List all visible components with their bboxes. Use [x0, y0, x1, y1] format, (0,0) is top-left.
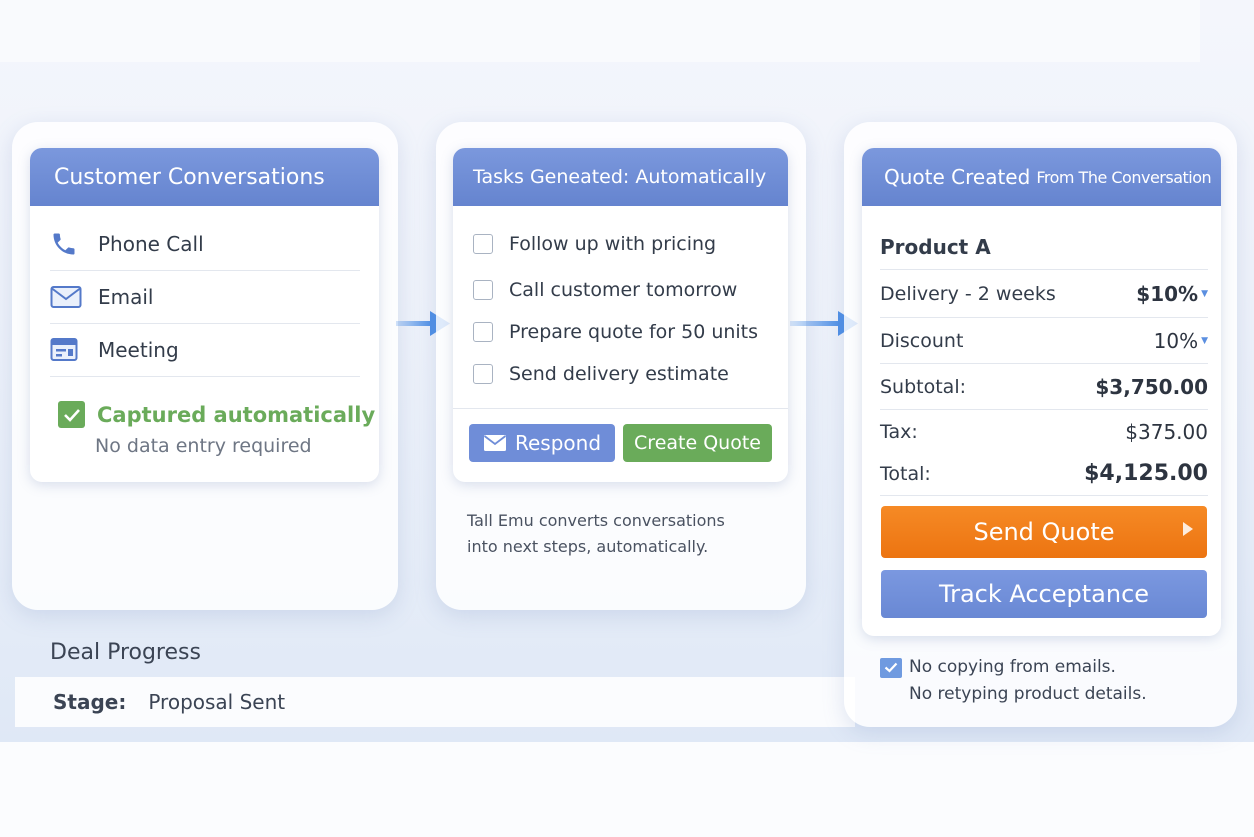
- quote-note: No copying from emails. No retyping prod…: [880, 654, 1147, 708]
- delivery-row[interactable]: Delivery - 2 weeks $10%▼: [880, 270, 1208, 318]
- discount-row[interactable]: Discount 10%▼: [880, 318, 1208, 364]
- meeting-icon: [50, 337, 98, 363]
- chevron-down-icon: ▼: [1201, 335, 1208, 346]
- stage-value: Proposal Sent: [148, 690, 286, 714]
- subtotal-row: Subtotal: $3,750.00: [880, 364, 1208, 410]
- conversations-header: Customer Conversations: [30, 148, 379, 206]
- captured-label: Captured automatically: [97, 402, 376, 427]
- no-data-entry-text: No data entry required: [95, 435, 312, 457]
- track-acceptance-button[interactable]: Track Acceptance: [881, 570, 1207, 618]
- check-icon: [58, 401, 85, 428]
- send-quote-label: Send Quote: [973, 518, 1115, 546]
- delivery-label: Delivery - 2 weeks: [880, 282, 1056, 305]
- deal-progress-heading: Deal Progress: [50, 640, 201, 665]
- task-item[interactable]: Follow up with pricing: [473, 224, 716, 264]
- caption-line: into next steps, automatically.: [467, 537, 709, 556]
- tax-row: Tax: $375.00: [880, 410, 1208, 454]
- background-top-strip: [0, 0, 1200, 62]
- task-checkbox[interactable]: [473, 280, 493, 300]
- note-line: No copying from emails.: [909, 657, 1116, 677]
- create-quote-label: Create Quote: [634, 432, 761, 454]
- conversation-label: Phone Call: [98, 232, 204, 256]
- task-label: Prepare quote for 50 units: [509, 321, 759, 343]
- play-arrow-icon: [1183, 522, 1193, 536]
- task-checkbox[interactable]: [473, 322, 493, 342]
- discount-value: 10%: [1153, 328, 1199, 353]
- email-icon: [483, 435, 507, 451]
- task-item[interactable]: Send delivery estimate: [473, 354, 729, 394]
- discount-label: Discount: [880, 329, 964, 352]
- caption-line: Tall Emu converts conversations: [467, 511, 725, 530]
- task-label: Call customer tomorrow: [509, 279, 738, 301]
- conversations-title: Customer Conversations: [54, 164, 325, 190]
- conversation-email[interactable]: Email: [50, 271, 360, 324]
- tasks-caption: Tall Emu converts conversations into nex…: [467, 508, 725, 560]
- send-quote-button[interactable]: Send Quote: [881, 506, 1207, 558]
- task-item[interactable]: Call customer tomorrow: [473, 270, 737, 310]
- conversations-card: Customer Conversations Phone Call Email …: [30, 148, 379, 482]
- total-value: $4,125.00: [1084, 461, 1208, 486]
- product-row: Product A: [880, 224, 1208, 270]
- check-icon: [880, 657, 902, 678]
- tax-value: $375.00: [1125, 420, 1208, 444]
- task-checkbox[interactable]: [473, 364, 493, 384]
- quote-header: Quote Created From The Conversation: [862, 148, 1221, 206]
- quote-title: Quote Created: [884, 165, 1031, 189]
- track-acceptance-label: Track Acceptance: [938, 580, 1150, 608]
- delivery-value: $10%: [1136, 281, 1199, 306]
- task-label: Follow up with pricing: [509, 233, 717, 255]
- total-label: Total:: [880, 462, 931, 485]
- conversation-phone-call[interactable]: Phone Call: [50, 218, 360, 271]
- tasks-title: Tasks Geneated: Automatically: [473, 166, 767, 188]
- stage-label: Stage:: [53, 690, 127, 714]
- task-item[interactable]: Prepare quote for 50 units: [473, 312, 758, 352]
- deal-stage-bar: Stage: Proposal Sent: [15, 677, 855, 727]
- subtotal-value: $3,750.00: [1095, 374, 1208, 399]
- phone-icon: [50, 230, 98, 258]
- tasks-card: Tasks Geneated: Automatically Follow up …: [453, 148, 788, 482]
- tax-label: Tax:: [880, 421, 918, 443]
- tasks-header: Tasks Geneated: Automatically: [453, 148, 788, 206]
- create-quote-button[interactable]: Create Quote: [623, 424, 772, 462]
- conversation-label: Email: [98, 285, 154, 309]
- task-checkbox[interactable]: [473, 234, 493, 254]
- total-row: Total: $4,125.00: [880, 452, 1208, 496]
- quote-subtitle: From The Conversation: [1036, 167, 1212, 187]
- task-label: Send delivery estimate: [509, 363, 729, 385]
- product-name: Product A: [880, 234, 991, 259]
- quote-card: Quote Created From The Conversation Prod…: [862, 148, 1221, 636]
- respond-button[interactable]: Respond: [469, 424, 615, 462]
- chevron-down-icon: ▼: [1201, 288, 1208, 299]
- tasks-divider: [453, 408, 788, 409]
- note-line: No retyping product details.: [909, 684, 1147, 704]
- subtotal-label: Subtotal:: [880, 375, 967, 398]
- conversation-meeting[interactable]: Meeting: [50, 324, 360, 377]
- conversation-label: Meeting: [98, 338, 179, 362]
- respond-label: Respond: [514, 431, 602, 455]
- captured-status: Captured automatically: [58, 401, 375, 428]
- email-icon: [50, 285, 98, 309]
